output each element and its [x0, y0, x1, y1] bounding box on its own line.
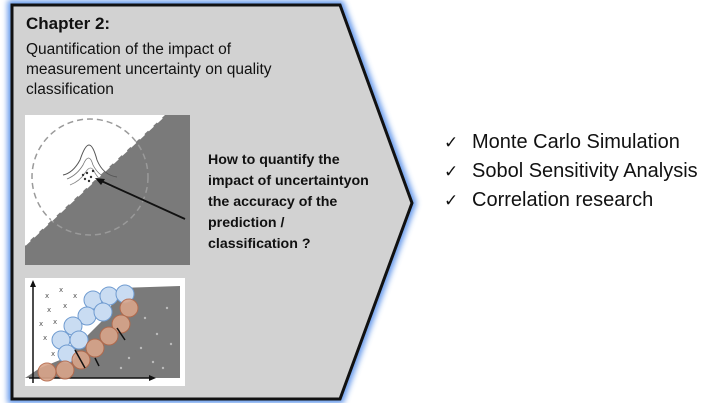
svg-text:x: x — [45, 292, 49, 300]
chapter-subtitle: Quantification of the impact of measurem… — [26, 41, 272, 98]
check-icon: ✓ — [444, 132, 459, 152]
svg-text:x: x — [51, 350, 55, 358]
svg-text:x: x — [43, 334, 47, 342]
checklist-item-label: Monte Carlo Simulation — [472, 131, 680, 153]
svg-text:x: x — [47, 306, 51, 314]
checklist-item: ✓ Sobol Sensitivity Analysis — [444, 157, 698, 186]
svg-text:x: x — [39, 320, 43, 328]
check-icon: ✓ — [444, 161, 459, 181]
checklist-item-label: Sobol Sensitivity Analysis — [472, 160, 698, 182]
checklist-item: ✓ Correlation research — [444, 186, 698, 215]
check-icon: ✓ — [444, 190, 459, 210]
svg-text:x: x — [59, 286, 63, 294]
checklist-item-label: Correlation research — [472, 189, 654, 211]
checklist-item: ✓ Monte Carlo Simulation — [444, 128, 698, 157]
method-checklist: ✓ Monte Carlo Simulation ✓ Sobol Sensiti… — [444, 128, 698, 215]
research-question: How to quantify the impact of uncertaint… — [208, 152, 369, 252]
svg-text:x: x — [63, 302, 67, 310]
svg-text:x: x — [73, 292, 77, 300]
chapter-title: Chapter 2: — [26, 14, 111, 33]
svg-text:x: x — [53, 318, 57, 326]
uncertainty-illustration — [24, 114, 190, 265]
